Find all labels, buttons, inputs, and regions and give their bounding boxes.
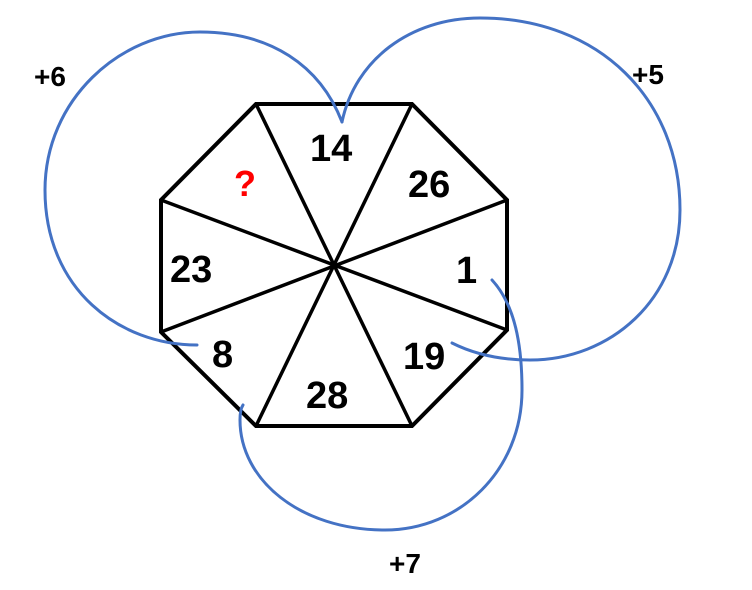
segment-bottom-right-value: 19 [403,336,445,378]
segment-bottom-left-value: 8 [212,334,233,376]
segment-bottom-value: 28 [306,375,348,417]
arc-label-plus-7: +7 [389,548,421,579]
unknown-value-question-mark: ? [234,163,256,204]
segment-top-right-value: 26 [408,164,450,206]
arcs [43,16,682,532]
arc-plus-6 [43,30,344,347]
segment-right-value: 1 [456,250,477,292]
arc-label-plus-6: +6 [34,61,66,92]
arc-label-plus-5: +5 [632,59,664,90]
arc-plus-5 [340,16,682,362]
segment-left-value: 23 [170,249,212,291]
segment-top-value: 14 [310,128,352,170]
arc-plus-7 [238,278,524,532]
octagon-spokes [160,103,508,427]
